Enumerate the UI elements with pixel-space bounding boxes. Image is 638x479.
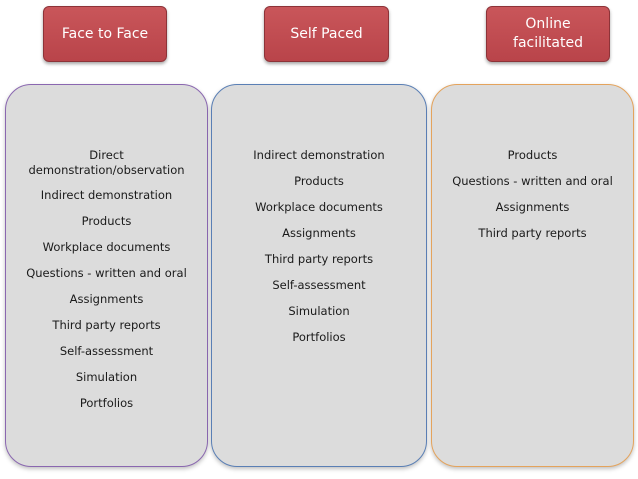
list-item: Questions - written and oral [452,174,613,188]
list-item: Portfolios [292,330,346,344]
list-item: Indirect demonstration [253,148,385,162]
header-online-facilitated: Online facilitated [486,6,610,62]
header-self-paced: Self Paced [264,6,389,62]
list-item: Workplace documents [255,200,383,214]
list-item: Products [294,174,344,188]
list-item: Simulation [75,370,138,384]
list-item: Assignments [495,200,570,214]
header-label: Self Paced [290,25,363,42]
list-item: Products [81,214,132,228]
header-face-to-face: Face to Face [43,6,167,62]
list-item: Questions - written and oral [26,266,187,280]
panel-online-facilitated: Products Questions - written and oral As… [431,84,634,467]
list-item: Indirect demonstration [40,188,173,202]
method-list: Products Questions - written and oral As… [432,85,633,241]
header-label: Online facilitated [513,16,583,51]
list-item: Third party reports [264,252,374,266]
list-item: Direct demonstration/observation [28,148,185,177]
list-item: Third party reports [52,318,161,332]
list-item: Simulation [288,304,350,318]
header-label: Face to Face [61,25,149,42]
panel-self-paced: Indirect demonstration Products Workplac… [211,84,427,467]
list-item: Portfolios [79,396,134,410]
list-item: Assignments [282,226,356,240]
method-list: Indirect demonstration Products Workplac… [212,85,426,345]
list-item: Products [507,148,558,162]
list-item: Self-assessment [272,278,366,292]
method-list: Direct demonstration/observation Indirec… [6,85,207,411]
panel-face-to-face: Direct demonstration/observation Indirec… [5,84,208,467]
list-item: Workplace documents [42,240,171,254]
list-item: Self-assessment [59,344,154,358]
list-item: Third party reports [478,226,587,240]
list-item: Assignments [69,292,144,306]
